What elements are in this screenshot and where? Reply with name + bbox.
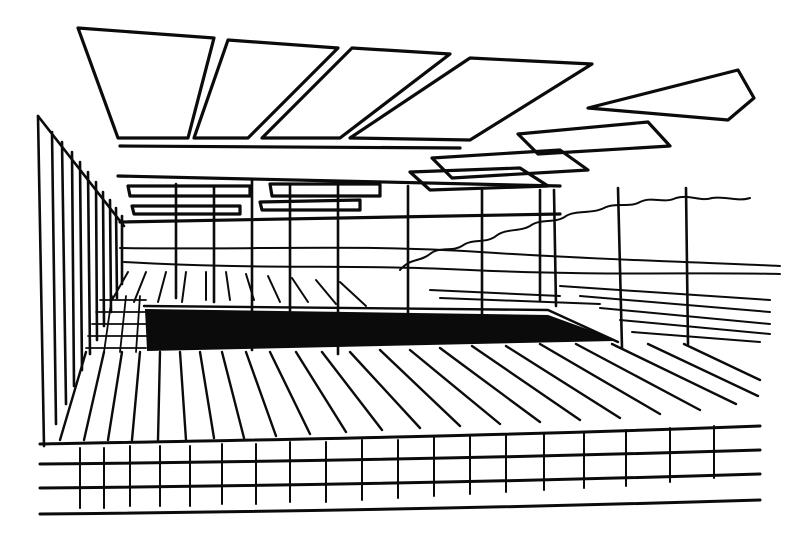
- deck-board: [504, 344, 622, 420]
- wall-slat: [70, 150, 76, 388]
- wall-slat: [114, 206, 119, 300]
- pool-shadow: [144, 308, 615, 352]
- grid-line: [135, 295, 141, 353]
- wall-slat: [86, 170, 92, 356]
- deck-board: [682, 342, 762, 382]
- ceiling-panel: [516, 120, 672, 156]
- deck-board: [619, 319, 771, 335]
- ceiling-panel: [348, 56, 594, 142]
- left-grid: [85, 295, 147, 353]
- ceiling-panels: [76, 26, 756, 224]
- deck-board: [294, 350, 348, 434]
- deck-board: [225, 271, 231, 301]
- band-line: [38, 498, 762, 516]
- deck-board: [106, 350, 124, 442]
- deck-board: [579, 295, 771, 313]
- foreground-bands: [38, 424, 762, 516]
- deck-board: [181, 271, 187, 303]
- deck-board: [58, 350, 88, 442]
- deck-board: [315, 279, 337, 305]
- column: [552, 188, 558, 308]
- deck-board: [538, 342, 662, 416]
- landscape: [119, 195, 781, 275]
- ceiling-panel: [126, 184, 252, 198]
- wall-slat: [101, 190, 106, 328]
- deck-board: [244, 350, 278, 438]
- deck-board: [320, 350, 384, 432]
- deck-board: [220, 350, 246, 440]
- ceiling-beam: [116, 174, 562, 188]
- wall-edge: [36, 114, 46, 448]
- deck-board: [82, 350, 106, 442]
- tree-line: [399, 195, 751, 271]
- deck-board: [610, 342, 738, 406]
- deck-board: [559, 285, 771, 301]
- deck-board: [438, 346, 542, 424]
- near-decking: [58, 342, 762, 442]
- deck-board: [429, 289, 561, 297]
- wall-slat: [78, 160, 84, 372]
- deck-board: [267, 275, 281, 303]
- ceiling-panel: [130, 204, 242, 216]
- deck-board: [111, 271, 129, 301]
- ground-line: [123, 261, 781, 275]
- deck-board: [470, 344, 582, 422]
- deck-board: [245, 273, 255, 301]
- band-line: [38, 424, 762, 446]
- ceiling-panel: [258, 198, 362, 212]
- deck-board: [599, 307, 771, 325]
- ceiling-panel: [268, 182, 382, 198]
- deck-board: [631, 331, 761, 343]
- deck-board: [339, 281, 367, 307]
- ceiling-beam: [118, 144, 462, 150]
- deck-board: [268, 350, 312, 436]
- deck-board: [408, 348, 502, 426]
- ceiling-panel: [76, 26, 216, 140]
- band-ticks: [79, 425, 715, 509]
- grid-line: [119, 295, 127, 353]
- band-line: [38, 448, 762, 466]
- pool: [142, 304, 620, 352]
- deck-board: [439, 297, 601, 305]
- wall-slat: [94, 180, 99, 342]
- deck-board: [378, 348, 462, 428]
- wall-slat: [60, 140, 68, 406]
- ceiling-beam: [118, 212, 562, 224]
- band-line: [38, 472, 762, 490]
- deck-board: [198, 350, 216, 440]
- wall-slat: [108, 198, 113, 314]
- grid-line: [103, 295, 113, 353]
- deck-board: [130, 350, 142, 442]
- deck-board: [133, 271, 147, 303]
- deck-board: [178, 350, 188, 442]
- ceiling-panel: [192, 38, 340, 140]
- deck-board: [291, 277, 309, 303]
- deck-board: [646, 342, 760, 398]
- left-wall: [36, 114, 126, 448]
- deck-board: [157, 271, 167, 303]
- deck-board: [348, 350, 422, 430]
- column: [684, 186, 690, 346]
- column: [616, 186, 624, 350]
- far-decking: [111, 271, 771, 343]
- wall-slat: [50, 130, 58, 426]
- ceiling-panel: [430, 148, 590, 180]
- deck-board: [156, 350, 162, 442]
- ceiling-panel: [260, 46, 452, 140]
- pool-edge: [142, 304, 620, 344]
- horizon-line: [119, 246, 781, 267]
- deck-board: [574, 342, 702, 412]
- ceiling-panel: [586, 68, 756, 122]
